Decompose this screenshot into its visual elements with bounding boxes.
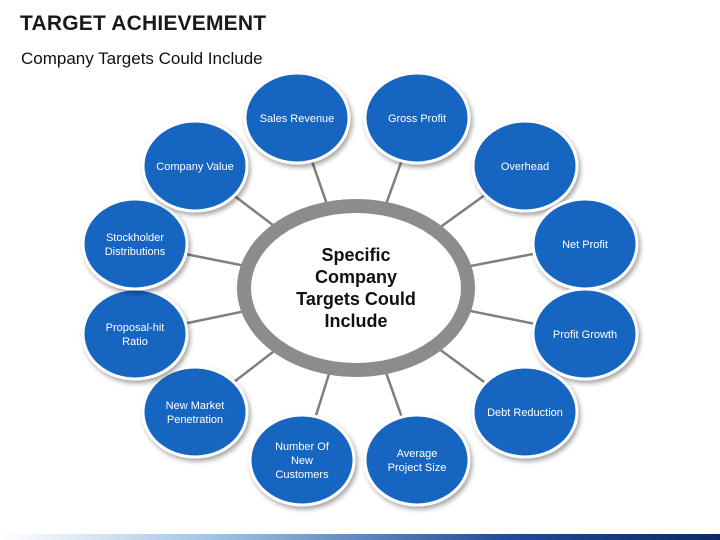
node-label-line: Number Of (275, 441, 330, 453)
node-ellipse (363, 413, 471, 507)
node-gross-profit: Gross Profit (363, 71, 471, 165)
center-label-line: Targets Could (296, 289, 416, 309)
node-label-line: Penetration (167, 414, 223, 426)
node-ellipse (363, 71, 471, 165)
center-label-line: Specific (321, 245, 390, 265)
node-label-line: New Market (166, 400, 225, 412)
node-ellipse (141, 365, 249, 459)
node-ellipse (531, 287, 639, 381)
node-label-line: Net Profit (562, 239, 608, 251)
node-ellipse (471, 365, 579, 459)
node-label-line: Proposal-hit (106, 322, 165, 334)
node-company-value: Company Value (141, 119, 249, 213)
node-ellipse (243, 71, 351, 165)
node-sales-revenue: Sales Revenue (243, 71, 351, 165)
node-label-line: Stockholder (106, 232, 164, 244)
node-profit-growth: Profit Growth (531, 287, 639, 381)
node-label-line: Customers (275, 469, 329, 481)
node-ellipse (81, 197, 189, 291)
center-label-line: Include (324, 311, 387, 331)
node-label-line: Distributions (105, 246, 166, 258)
node-label-line: Debt Reduction (487, 407, 563, 419)
node-overhead: Overhead (471, 119, 579, 213)
center-ellipse (237, 199, 475, 377)
node-ellipse (248, 413, 356, 507)
node-label-line: Ratio (122, 336, 148, 348)
node-label-line: Profit Growth (553, 329, 617, 341)
node-label-line: Gross Profit (388, 113, 446, 125)
node-label-line: Overhead (501, 161, 549, 173)
node-debt-reduction: Debt Reduction (471, 365, 579, 459)
node-label-line: Project Size (388, 462, 447, 474)
node-label-line: Company Value (156, 161, 233, 173)
bottom-accent-bar (0, 534, 720, 540)
page-subtitle: Company Targets Could Include (21, 49, 263, 68)
node-ellipse (471, 119, 579, 213)
page-title: TARGET ACHIEVEMENT (20, 12, 267, 35)
node-ellipse (81, 287, 189, 381)
node-ellipse (141, 119, 249, 213)
node-label-line: Sales Revenue (260, 113, 335, 125)
node-net-profit: Net Profit (531, 197, 639, 291)
center-label-line: Company (315, 267, 397, 287)
node-label-line: Average (397, 448, 438, 460)
node-label-line: New (291, 455, 313, 467)
